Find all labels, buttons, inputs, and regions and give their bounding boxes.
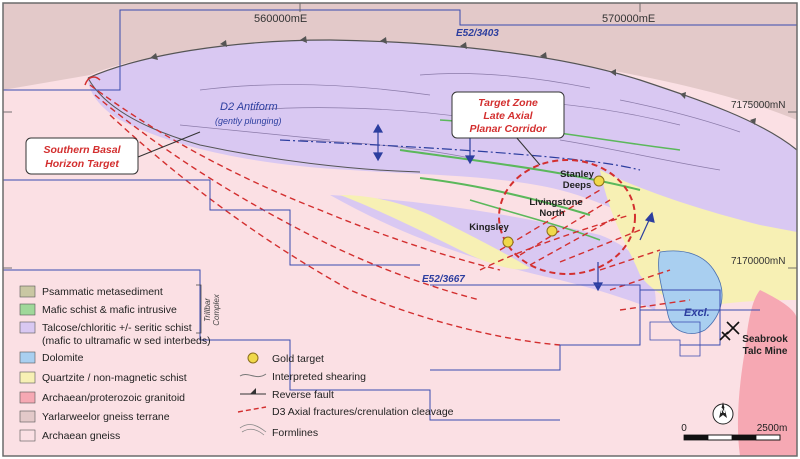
legend-label-archaean-gneiss: Archaean gneiss: [42, 430, 120, 442]
legend-label-yarlarweelor: Yarlarweelor gneiss terrane: [42, 411, 170, 423]
legend-label-mafic: Mafic schist & mafic intrusive: [42, 304, 177, 316]
mine-label-1: Seabrook: [742, 334, 788, 345]
gold-target-kingsley[interactable]: [502, 236, 514, 248]
grid-label-7175000: 7175000mN: [731, 100, 785, 111]
legend-bracket-label-1: Trillbar: [203, 298, 212, 322]
d2-antiform-axis: [279, 139, 641, 171]
legend-label-dolomite: Dolomite: [42, 352, 84, 364]
dashed-red-line-icon: [237, 406, 267, 413]
formlines: [179, 73, 741, 171]
dolomite-area: [658, 250, 723, 334]
grid-label-560000: 560000mE: [254, 13, 307, 25]
north-arrow: N: [712, 402, 734, 425]
legend-label-talcose: Talcose/chloritic +/- seritic schist: [42, 322, 192, 334]
prospect-label-kingsley: Kingsley: [469, 222, 509, 233]
legend-swatch-psammatic: [19, 285, 36, 298]
grid-ticks: [3, 3, 797, 269]
gold-target-icon: [247, 352, 259, 364]
southern-target-callout: [25, 137, 139, 175]
scale-label-start: 0: [681, 423, 687, 434]
legend-label-talcose-2: (mafic to ultramafic w sed interbeds): [42, 335, 211, 347]
fault-teeth: [150, 36, 756, 125]
north-label: N: [720, 408, 725, 415]
prospect-label-livingstone-1: Livingstone: [529, 197, 582, 208]
southern-target-loop: [84, 76, 101, 86]
legend-swatch-dolomite: [19, 351, 36, 364]
tenement-label-e52-3667: E52/3667: [422, 274, 465, 285]
target-zone-label-2: Late Axial: [483, 110, 533, 122]
target-zone-label-3: Planar Corridor: [469, 123, 547, 135]
legend-label-shearing: Interpreted shearing: [272, 371, 366, 383]
reverse-fault-north: [87, 39, 797, 151]
legend-swatch-archaean-gneiss: [19, 429, 36, 442]
quartzite-area-west: [340, 195, 530, 270]
mine-icon: [719, 321, 740, 341]
legend-label-formlines: Formlines: [272, 427, 318, 439]
target-zone-ellipse: [498, 159, 636, 275]
d3-fractures: [89, 84, 691, 346]
legend-swatch-quartzite: [19, 371, 36, 384]
southern-target-label-2: Horizon Target: [45, 158, 119, 170]
reverse-fault-south: [87, 77, 421, 173]
target-zone-label-1: Target Zone: [478, 97, 538, 109]
prospect-label-stanley-2: Deeps: [563, 180, 592, 191]
mafic-unit-1: [399, 149, 641, 191]
grid-label-570000: 570000mE: [602, 13, 655, 25]
scale-label-end: 2500m: [757, 423, 788, 434]
d2-antiform-label: D2 Antiform: [220, 101, 278, 113]
mine-area: [649, 321, 701, 357]
legend-label-granitoid: Archaean/proterozoic granitoid: [42, 392, 185, 404]
legend-swatch-talcose: [19, 321, 36, 334]
legend-label-gold-target: Gold target: [272, 353, 324, 365]
legend-bracket-label-2: Complex: [212, 293, 221, 326]
legend-swatch-yarlarweelor: [19, 410, 36, 423]
scale-bar: [683, 434, 781, 441]
legend-label-reverse-fault: Reverse fault: [272, 389, 334, 401]
legend-label-d3: D3 Axial fractures/crenulation cleavage: [272, 406, 454, 418]
prospect-label-stanley-1: Stanley: [560, 169, 595, 180]
quartzite-area-east: [600, 170, 797, 310]
legend-swatch-granitoid: [19, 391, 36, 404]
southern-target-leader: [137, 131, 201, 158]
tenement-boundaries: [3, 9, 797, 421]
reverse-fault-tooth: [250, 388, 256, 394]
granitoid-area: [737, 290, 797, 456]
mine-label-2: Talc Mine: [743, 346, 788, 357]
legend: Psammatic metasediment Mafic schist & ma…: [19, 284, 454, 442]
gold-target-livingstone-north[interactable]: [546, 225, 558, 237]
gold-target-stanley-deeps[interactable]: [593, 175, 605, 187]
mafic-unit-4: [469, 199, 601, 241]
legend-bracket: [196, 284, 202, 334]
grid-label-7170000: 7170000mN: [731, 256, 785, 267]
formline-icon: [239, 424, 267, 436]
mafic-unit-2: [419, 177, 591, 216]
prospect-label-livingstone-2: North: [539, 208, 565, 219]
legend-swatch-mafic: [19, 303, 36, 316]
legend-label-quartzite: Quartzite / non-magnetic schist: [42, 372, 187, 384]
target-zone-callout: [451, 91, 565, 139]
shear-line-icon: [239, 373, 267, 378]
tenement-label-e52-3403: E52/3403: [456, 28, 499, 39]
d2-antiform-sublabel: (gently plunging): [215, 116, 282, 126]
southern-target-label-1: Southern Basal: [43, 144, 121, 156]
yarlarweelor-gneiss-area: [3, 3, 797, 120]
legend-label-psammatic: Psammatic metasediment: [42, 286, 163, 298]
excl-label: Excl.: [684, 307, 710, 319]
